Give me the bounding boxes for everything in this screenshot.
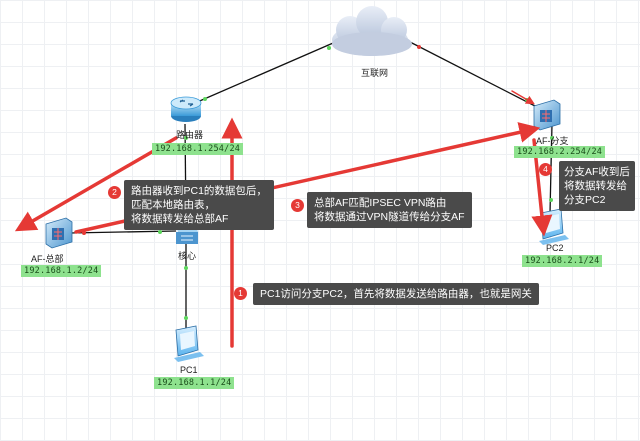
step-3-callout: 总部AF匹配IPSEC VPN路由 将数据通过VPN隧道传给分支AF [307, 192, 472, 228]
step-4-text-line-1: 分支AF收到后 [564, 166, 630, 178]
step-2-text-line-2: 匹配本地路由表， [131, 199, 215, 211]
step-4-callout: 分支AF收到后 将数据转发给 分支PC2 [559, 161, 635, 211]
pc1-label: PC1 [180, 365, 198, 375]
link-router-internet [194, 39, 341, 104]
router-ip-badge: 192.168.1.254/24 [152, 143, 244, 155]
step-3-badge: 3 [291, 199, 304, 212]
step-1-callout: PC1访问分支PC2，首先将数据发送给路由器，也就是网关 [253, 283, 539, 305]
af-branch-firewall-icon [533, 99, 561, 131]
arrow-step2-router-to-af-hq [14, 136, 178, 232]
step-2-text-line-1: 路由器收到PC1的数据包后， [131, 185, 267, 197]
step-3-text-line-2: 将数据通过VPN隧道传给分支AF [314, 211, 465, 223]
step-1-badge: 1 [234, 287, 247, 300]
arrow-inbound-to-af-branch [511, 90, 535, 105]
step-1-text: PC1访问分支PC2，首先将数据发送给路由器，也就是网关 [260, 288, 532, 300]
router-icon [170, 96, 202, 122]
router-label: 路由器 [176, 130, 204, 140]
internet-cloud-icon [332, 6, 412, 56]
af-branch-label: AF-分支 [536, 136, 569, 146]
internet-label: 互联网 [361, 68, 389, 78]
af-hq-ip-badge: 192.168.1.2/24 [21, 265, 102, 277]
step-4-text-line-3: 分支PC2 [564, 194, 606, 206]
link-internet-af-branch [409, 41, 536, 107]
af-branch-ip-badge: 192.168.2.254/24 [514, 146, 606, 158]
step-3-text-line-1: 总部AF匹配IPSEC VPN路由 [314, 197, 447, 209]
step-2-text-line-3: 将数据转发给总部AF [131, 213, 229, 225]
step-4-badge: 4 [539, 163, 552, 176]
core-label: 核心 [178, 251, 197, 261]
af-hq-label: AF-总部 [31, 254, 64, 264]
step-2-badge: 2 [108, 186, 121, 199]
pc2-ip-badge: 192.168.2.1/24 [522, 255, 603, 267]
pc1-ip-badge: 192.168.1.1/24 [154, 377, 235, 389]
step-2-callout: 路由器收到PC1的数据包后， 匹配本地路由表， 将数据转发给总部AF [124, 180, 274, 230]
step-4-text-line-2: 将数据转发给 [564, 180, 627, 192]
af-hq-firewall-icon [45, 217, 73, 249]
pc2-label: PC2 [546, 243, 564, 253]
pc1-computer-icon [174, 325, 204, 362]
